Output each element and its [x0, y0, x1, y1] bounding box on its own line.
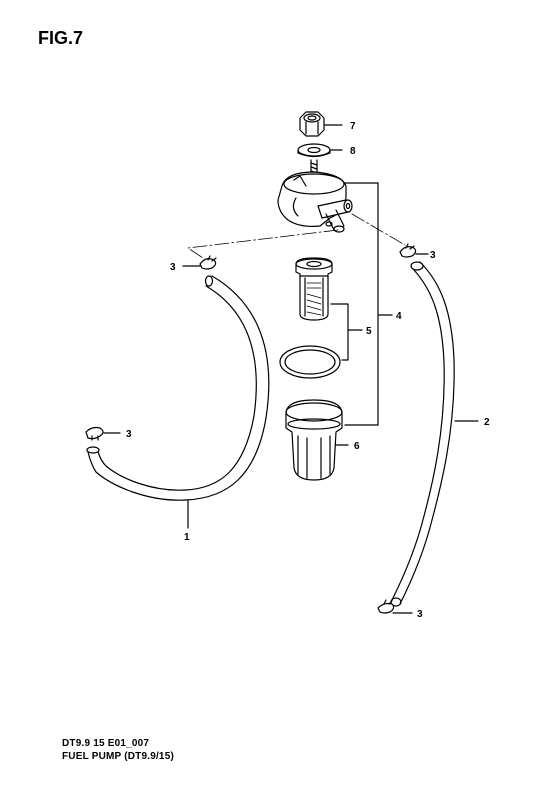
callout-1: 1 [184, 532, 190, 543]
hose-1 [86, 275, 270, 501]
figure-code: DT9.9 15 E01_007 [62, 738, 150, 749]
callout-7: 7 [350, 121, 356, 132]
callout-6: 6 [354, 441, 360, 452]
nut-part [299, 111, 325, 137]
pump-body [277, 159, 353, 233]
callout-3-top-right: 3 [430, 250, 436, 261]
callout-3-left: 3 [126, 429, 132, 440]
bracket-4 [344, 182, 379, 426]
centerline-left [187, 229, 339, 261]
callout-5: 5 [366, 326, 372, 337]
clip-top-left [199, 255, 217, 270]
figure-name: FUEL PUMP (DT9.9/15) [62, 751, 174, 762]
callout-2: 2 [484, 417, 490, 428]
filter-element-part [295, 257, 333, 321]
callout-3-bottom: 3 [417, 609, 423, 620]
o-ring-part [279, 345, 341, 379]
centerline-right [351, 213, 406, 246]
filter-cup-part [285, 399, 343, 481]
clip-top-right [399, 243, 417, 258]
clip-left [85, 426, 104, 441]
callout-8: 8 [350, 146, 356, 157]
hose-2 [390, 261, 455, 607]
bracket-5 [330, 303, 349, 361]
figure-title: FIG.7 [38, 28, 84, 48]
callout-4: 4 [396, 311, 402, 322]
clip-bottom [377, 599, 395, 614]
washer-part [297, 143, 331, 158]
callout-3-top-left: 3 [170, 262, 176, 273]
